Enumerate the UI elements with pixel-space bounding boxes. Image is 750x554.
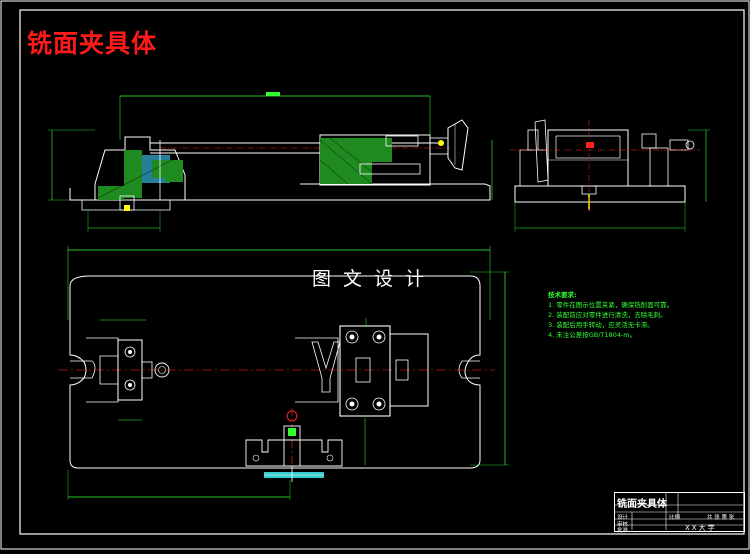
side-view bbox=[510, 119, 710, 232]
drawing-title: 图文设计 bbox=[312, 268, 437, 290]
inner-frame bbox=[19, 9, 745, 535]
title-block-scale: 比例 bbox=[669, 515, 681, 521]
notes-heading: 技术要求: bbox=[548, 291, 577, 299]
technical-notes: 技术要求: 1. 零件在图示位置夹紧，确保铣削面可靠。 2. 装配前应对零件进行… bbox=[548, 290, 738, 340]
title-block-row: 审核 bbox=[617, 522, 629, 528]
top-view bbox=[58, 246, 509, 500]
bottom-fixture bbox=[245, 410, 343, 482]
title-block-sheet: 共 张 第 张 bbox=[707, 515, 735, 521]
title-block-grid bbox=[614, 492, 743, 530]
notes-item: 4. 未注公差按GB/T1804-m。 bbox=[548, 331, 637, 339]
title-block-name: 铣面夹具体 bbox=[617, 499, 667, 510]
right-clamp bbox=[295, 318, 429, 465]
page-title: 铣面夹具体 bbox=[27, 29, 158, 58]
title-block-row: 批准 bbox=[617, 528, 629, 534]
notes-item: 2. 装配前应对零件进行清洗，去除毛刺。 bbox=[548, 311, 667, 319]
front-view bbox=[48, 92, 493, 232]
notes-item: 3. 装配后用手转动，应灵活无卡滞。 bbox=[548, 321, 654, 329]
notes-item: 1. 零件在图示位置夹紧，确保铣削面可靠。 bbox=[548, 301, 674, 309]
title-block-row: 设计 bbox=[617, 515, 629, 521]
title-block: 铣面夹具体 设计 审核 批准 比例 共 张 第 张 XX大学 bbox=[614, 492, 745, 534]
left-clamp bbox=[86, 319, 170, 421]
title-block-school: XX大学 bbox=[685, 524, 717, 532]
